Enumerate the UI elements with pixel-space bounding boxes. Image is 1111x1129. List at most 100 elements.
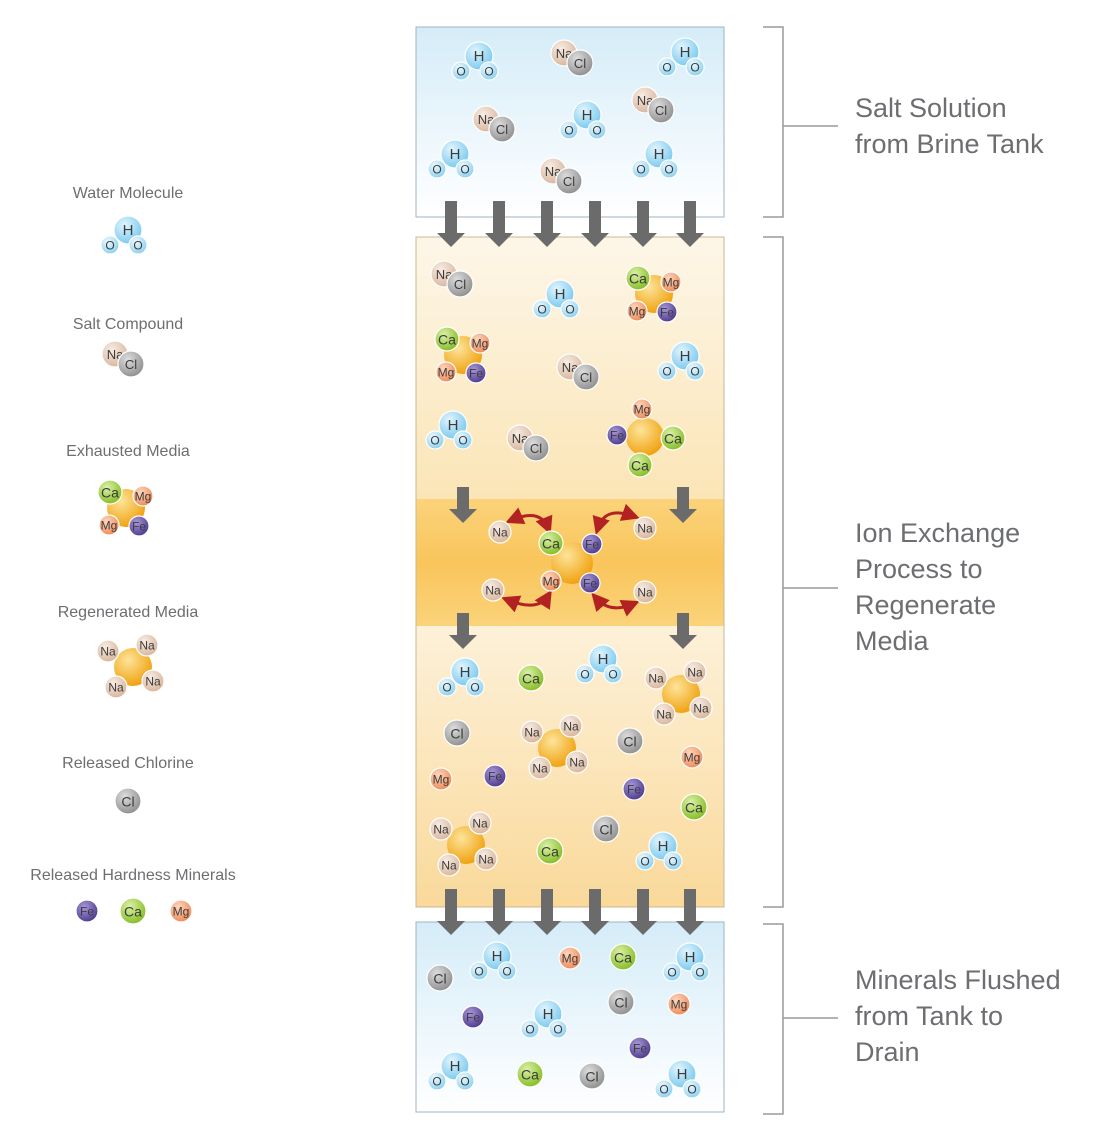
magnesium-atom <box>435 361 457 383</box>
sodium-atom <box>683 660 707 684</box>
sodium-atom <box>559 714 583 738</box>
calcium-symbol: Ca <box>124 904 142 920</box>
flow-arrow <box>485 201 513 247</box>
oxygen-atom <box>657 361 677 381</box>
released-chlorine: Cl <box>607 988 635 1016</box>
exchange-arrows <box>501 503 640 617</box>
calcium-atom <box>680 793 708 821</box>
flow-arrow <box>669 613 697 649</box>
released-chlorine: Cl <box>443 719 471 747</box>
chlorine-atom <box>566 49 594 77</box>
oxygen-symbol: O <box>659 1083 668 1097</box>
chlorine-symbol: Cl <box>125 357 137 372</box>
magnesium-symbol: Mg <box>562 952 579 966</box>
exchange-arrow <box>592 503 640 535</box>
released-calcium: Ca <box>680 793 708 821</box>
magnesium-symbol: Mg <box>438 366 455 380</box>
flow-arrows <box>437 201 704 935</box>
legend-water-label: Water Molecule <box>72 185 184 202</box>
chlorine-atom <box>117 350 145 378</box>
oxygen-symbol: O <box>580 668 589 682</box>
flow-arrow <box>676 889 704 935</box>
chlorine-symbol: Cl <box>433 971 446 987</box>
chlorine-atom <box>572 363 600 391</box>
magnesium-symbol: Mg <box>173 905 190 919</box>
calcium-atom <box>119 897 147 925</box>
iron-atom <box>465 362 487 384</box>
magnesium-atom <box>469 332 491 354</box>
flow-arrow <box>449 487 477 523</box>
oxygen-symbol: O <box>432 163 441 177</box>
oxygen-symbol: O <box>662 365 671 379</box>
chlorine-symbol: Cl <box>585 1069 598 1085</box>
hydrogen-symbol: H <box>450 146 461 163</box>
flow-arrow <box>533 889 561 935</box>
magnesium-symbol: Mg <box>472 337 489 351</box>
oxygen-symbol: O <box>502 965 511 979</box>
flow-arrow <box>533 201 561 247</box>
iron-atom <box>579 572 601 594</box>
magnesium-atom <box>660 271 682 293</box>
iron-atom <box>75 899 99 923</box>
released-chlorine: Cl <box>578 1062 606 1090</box>
sodium-symbol: Na <box>637 522 653 536</box>
chlorine-symbol: Cl <box>454 277 466 292</box>
iron-symbol: Fe <box>466 1011 480 1025</box>
oxygen-atom <box>682 1079 702 1099</box>
calcium-symbol: Ca <box>664 431 682 447</box>
flow-arrow <box>449 613 477 649</box>
oxygen-atom <box>587 120 607 140</box>
oxygen-atom <box>479 61 499 81</box>
oxygen-symbol: O <box>564 124 573 138</box>
oxygen-atom <box>662 962 682 982</box>
magnesium-symbol: Mg <box>135 490 152 504</box>
sodium-symbol: Na <box>656 708 672 722</box>
sodium-symbol: Na <box>524 726 540 740</box>
sodium-atom <box>644 666 668 690</box>
calcium-symbol: Ca <box>438 332 456 348</box>
chlorine-atom <box>488 115 516 143</box>
flow-arrow <box>669 487 697 523</box>
released-sodium: Na <box>488 520 512 544</box>
calcium-atom <box>516 1060 544 1088</box>
sodium-symbol: Na <box>569 756 585 770</box>
released-magnesium: Mg <box>429 767 453 791</box>
oxygen-atom <box>685 361 705 381</box>
exchange-arrow <box>591 592 640 617</box>
magnesium-symbol: Mg <box>101 519 118 533</box>
media-core <box>626 418 664 456</box>
chlorine-atom <box>446 270 474 298</box>
oxygen-atom <box>690 962 710 982</box>
magnesium-atom <box>680 745 704 769</box>
iron-atom <box>581 533 603 555</box>
oxygen-symbol: O <box>592 124 601 138</box>
oxygen-symbol: O <box>636 163 645 177</box>
released-calcium: Ca <box>119 897 147 925</box>
iron-symbol: Fe <box>583 577 597 591</box>
released-magnesium: Mg <box>680 745 704 769</box>
hydrogen-symbol: H <box>448 417 459 434</box>
chlorine-symbol: Cl <box>623 734 636 750</box>
sodium-atom <box>528 756 552 780</box>
oxygen-symbol: O <box>667 966 676 980</box>
chlorine-symbol: Cl <box>574 56 586 71</box>
sodium-symbol: Na <box>478 853 494 867</box>
bracket-drain <box>763 923 838 1115</box>
oxygen-atom <box>455 1071 475 1091</box>
calcium-atom <box>538 530 564 556</box>
sodium-atom <box>96 639 120 663</box>
oxygen-symbol: O <box>460 163 469 177</box>
chlorine-atom <box>647 96 675 124</box>
iron-atom <box>656 301 678 323</box>
